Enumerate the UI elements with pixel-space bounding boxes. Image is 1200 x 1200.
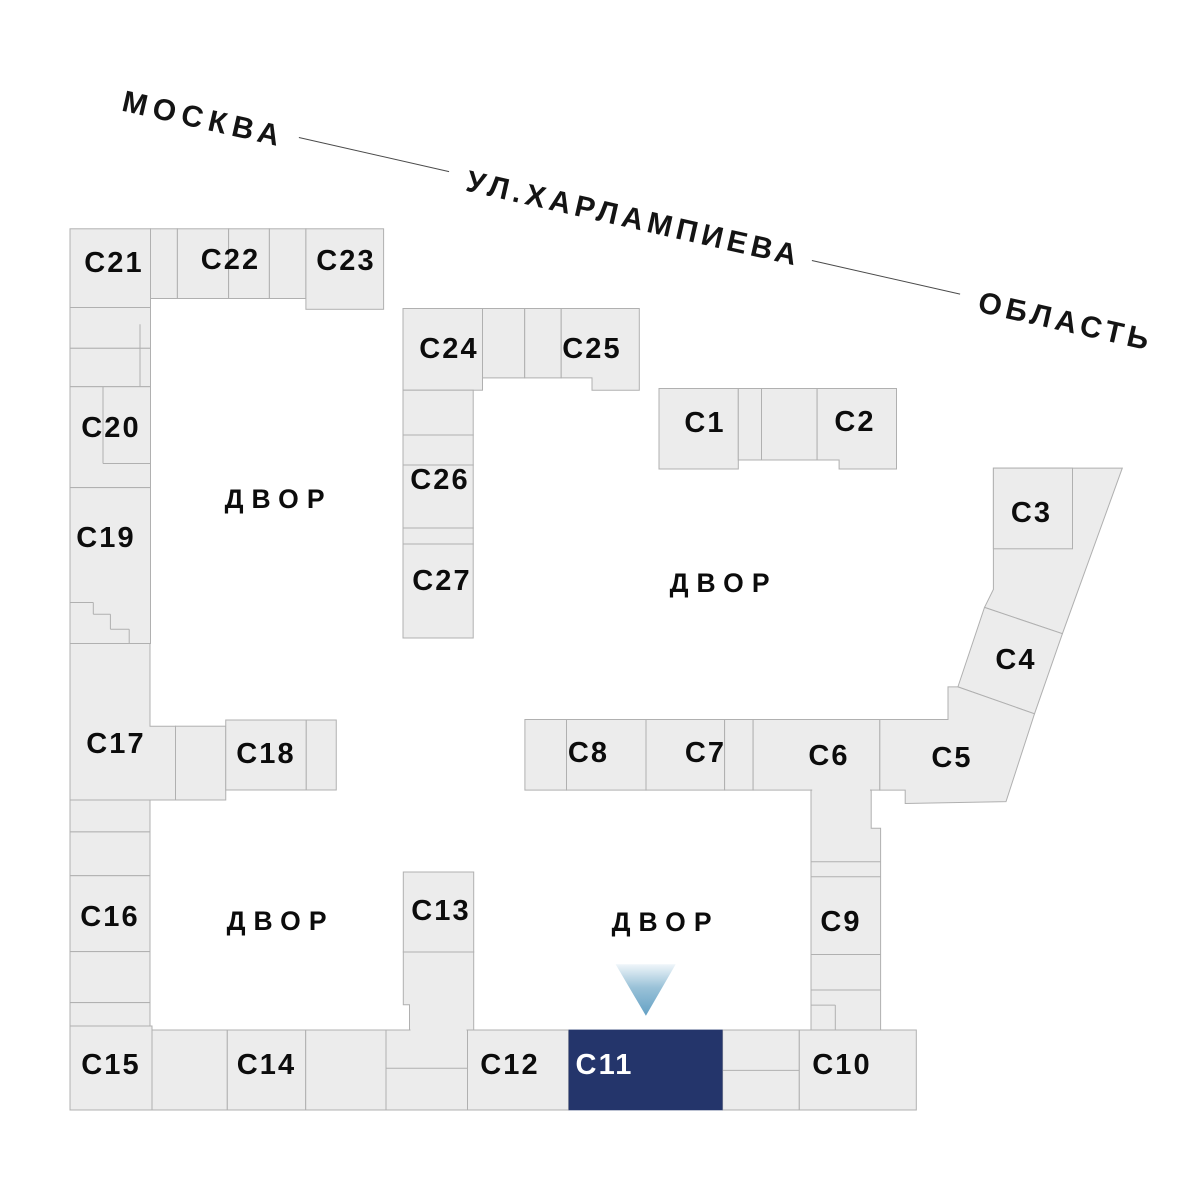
svg-text:C23: C23	[316, 245, 376, 277]
svg-text:C3: C3	[1011, 497, 1052, 529]
svg-text:C26: C26	[410, 464, 470, 496]
svg-text:C16: C16	[80, 901, 140, 933]
svg-text:C8: C8	[568, 737, 609, 769]
svg-text:C14: C14	[237, 1049, 297, 1081]
svg-text:C15: C15	[81, 1049, 141, 1081]
svg-text:C1: C1	[684, 407, 725, 439]
svg-text:C9: C9	[820, 906, 861, 938]
svg-text:C22: C22	[201, 244, 261, 276]
svg-text:C17: C17	[86, 728, 146, 760]
svg-text:C4: C4	[995, 644, 1036, 676]
svg-text:ДВОР: ДВОР	[227, 906, 335, 936]
svg-text:C12: C12	[480, 1049, 540, 1081]
svg-text:C6: C6	[808, 740, 849, 772]
svg-text:C21: C21	[84, 247, 144, 279]
svg-text:C19: C19	[76, 522, 136, 554]
svg-text:C20: C20	[81, 412, 141, 444]
svg-text:C13: C13	[411, 895, 471, 927]
svg-text:C25: C25	[562, 333, 622, 365]
svg-text:C2: C2	[834, 406, 875, 438]
svg-text:C5: C5	[931, 742, 972, 774]
svg-text:C11: C11	[576, 1049, 634, 1081]
svg-text:C27: C27	[412, 565, 472, 597]
svg-text:C18: C18	[236, 738, 296, 770]
svg-text:ДВОР: ДВОР	[225, 484, 333, 514]
svg-text:C10: C10	[812, 1049, 872, 1081]
svg-text:ДВОР: ДВОР	[612, 907, 720, 937]
svg-text:ДВОР: ДВОР	[670, 568, 778, 598]
svg-text:C7: C7	[685, 737, 726, 769]
svg-text:C24: C24	[419, 333, 479, 365]
